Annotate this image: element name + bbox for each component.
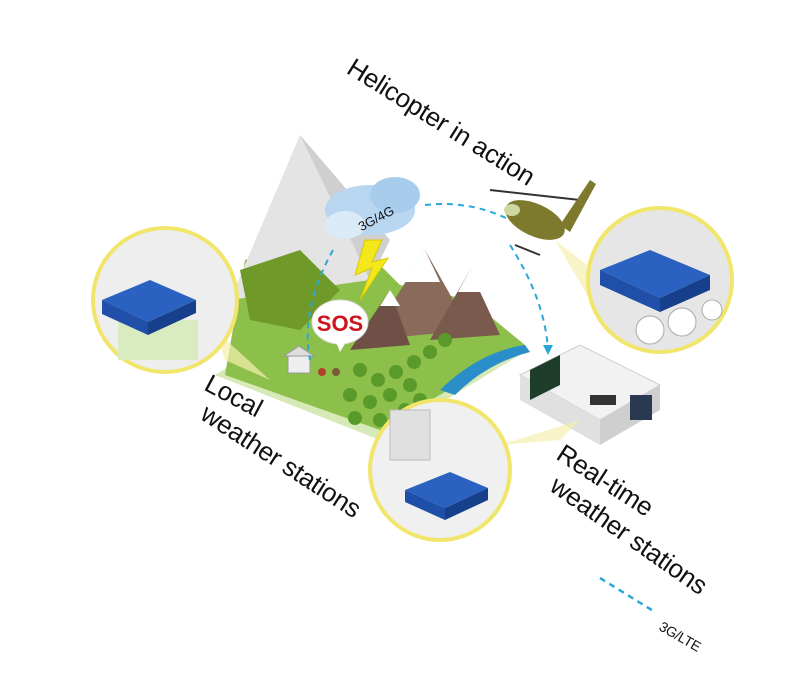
river — [440, 345, 530, 395]
router-icon — [600, 250, 710, 298]
link-cloud-helicopter — [424, 203, 511, 221]
landscape — [215, 135, 530, 440]
link-helicopter-room — [509, 244, 549, 351]
mountain-peak — [230, 135, 370, 300]
helicopter-callout — [555, 206, 734, 354]
weather-shelter — [287, 354, 311, 374]
sos-bubble: SOS — [311, 299, 369, 352]
cloud-3g4g: 3G/4G — [325, 177, 420, 239]
helicopter-icon — [489, 180, 596, 256]
realtime-station-callout — [368, 398, 580, 542]
sos-label: SOS — [317, 311, 363, 336]
control-room — [518, 344, 662, 445]
lightning-icon — [354, 239, 390, 301]
router-icon — [102, 280, 196, 322]
local-station-callout — [91, 226, 270, 380]
router-icon — [405, 472, 488, 508]
link-cloud-station — [306, 249, 334, 361]
legend-dashed-line — [599, 576, 656, 614]
